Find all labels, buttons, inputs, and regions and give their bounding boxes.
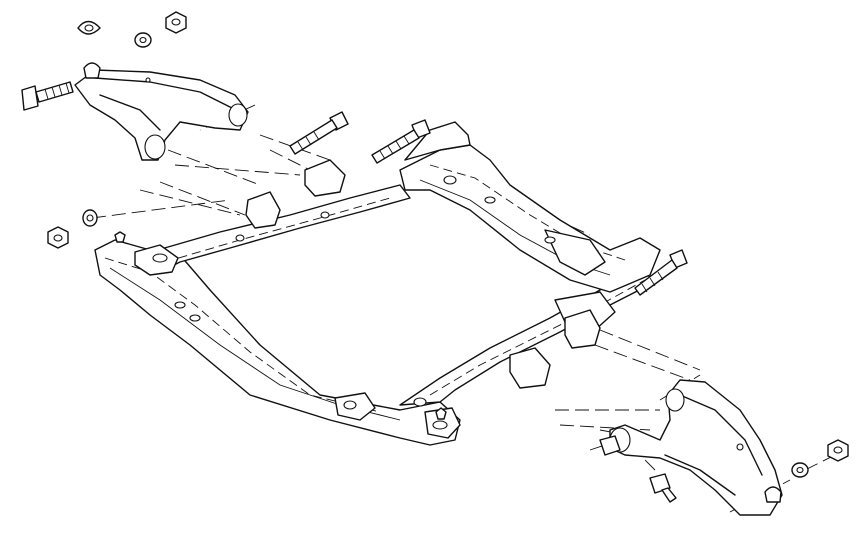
ball-joint-icon <box>114 231 126 243</box>
front-beam-top <box>404 121 471 161</box>
fasteners <box>47 11 849 478</box>
front-cross-beam <box>399 144 661 293</box>
bushing-icon <box>245 191 281 229</box>
ball-joint-icon <box>83 62 101 79</box>
right-control-arm <box>609 379 783 516</box>
bolt-icon <box>289 111 349 155</box>
bolt-icon <box>599 435 621 456</box>
bolt-icon <box>634 249 688 296</box>
upper-rail-bracket <box>544 229 606 276</box>
bolt-icon <box>649 473 677 503</box>
bolt-icon <box>21 81 74 111</box>
ball-joint-icon <box>764 486 782 503</box>
subframe-bushings <box>245 159 601 389</box>
bolt-icon <box>371 119 431 164</box>
bushing-icon <box>509 347 551 389</box>
bushing-icon <box>304 159 346 197</box>
subframe <box>94 121 661 446</box>
bolts <box>21 81 688 503</box>
bushing-icon <box>564 309 601 349</box>
left-side-rail <box>139 184 411 273</box>
left-control-arm <box>74 62 249 161</box>
ball-joint-icon <box>435 407 447 420</box>
